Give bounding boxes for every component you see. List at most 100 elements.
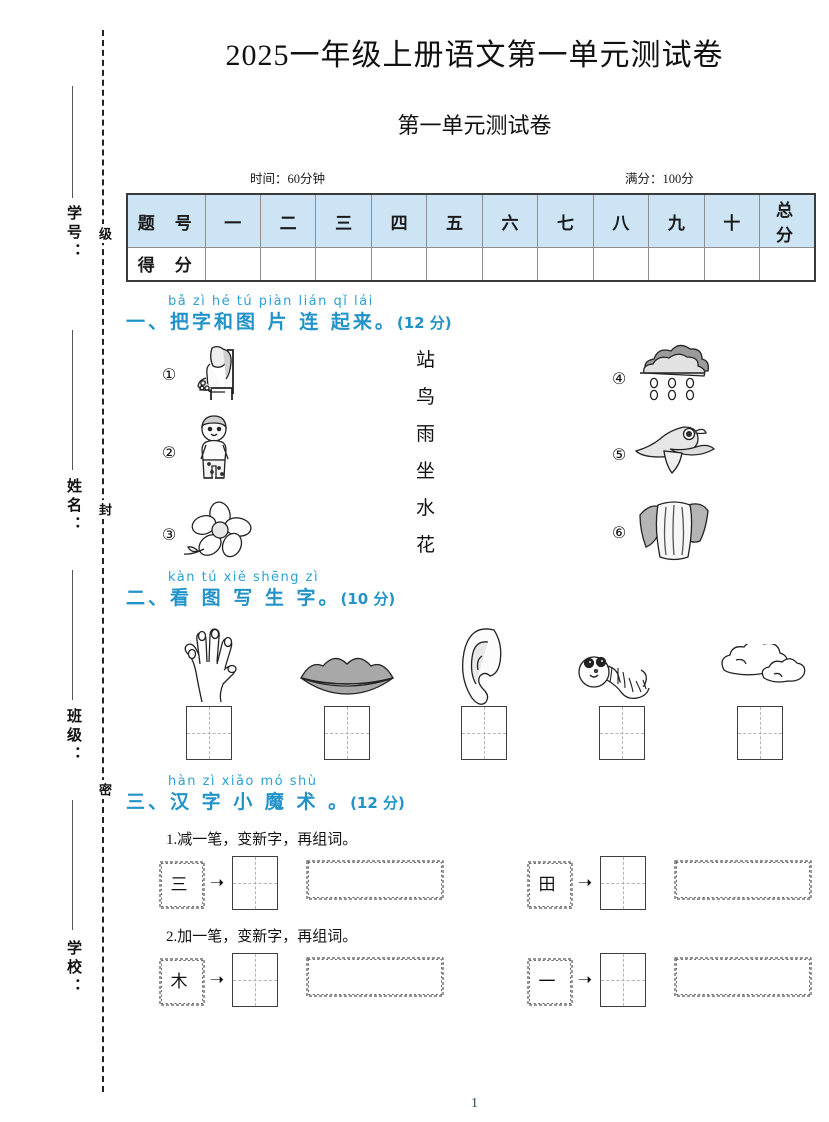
- tianzige-box[interactable]: [232, 855, 278, 910]
- picture-word-cell: [691, 628, 829, 760]
- tianzige-box[interactable]: [185, 705, 232, 760]
- margin-rule-1: [72, 330, 73, 470]
- seal-char-mi: 密: [94, 780, 113, 799]
- score-table-col-7: 七: [537, 193, 594, 248]
- section-one-body: ①: [126, 340, 829, 570]
- tianzige-box[interactable]: [600, 952, 646, 1007]
- subquestion-2-label: 2.加一笔，变新字，再组词。: [166, 928, 358, 945]
- seal-dashed-line: [102, 30, 104, 1092]
- wavy-char-box: 木: [156, 956, 205, 1006]
- subquestion-1-row: 三 ➝ 田: [156, 855, 829, 911]
- wavy-char-box: 一: [524, 956, 573, 1006]
- score-cell-8[interactable]: [592, 247, 650, 281]
- score-table-col-4: 四: [370, 193, 428, 248]
- tianzige-box[interactable]: [232, 952, 278, 1007]
- score-cell-2[interactable]: [259, 247, 317, 281]
- arrow-icon: ➝: [209, 872, 225, 893]
- match-right-number-4: ④: [611, 369, 627, 388]
- score-table-col-8: 八: [592, 193, 650, 248]
- arrow-icon: ➝: [577, 872, 593, 893]
- wavy-word-box[interactable]: [672, 954, 814, 1005]
- score-cell-6[interactable]: [481, 247, 539, 281]
- section-one-title-text: 一、把字和图 片 连 起来。: [126, 310, 397, 333]
- match-character-zhan[interactable]: 站: [416, 349, 436, 371]
- clouds-icon: [710, 628, 810, 706]
- margin-field-school: 学校：: [65, 940, 83, 997]
- hand-icon: [172, 627, 246, 706]
- score-table-col-6: 六: [481, 193, 539, 248]
- score-cell-total[interactable]: [759, 247, 816, 281]
- section-three-points: (12 分): [350, 793, 405, 812]
- picture-word-cell: [140, 627, 278, 760]
- score-table-header-row: 题 号 一 二 三 四 五 六 七 八 九 十 总 分: [126, 193, 816, 248]
- mouth-icon: [295, 628, 399, 706]
- exam-full-score-label: 满分：100分: [625, 172, 694, 186]
- section-two-body: [140, 620, 829, 760]
- list-item[interactable]: ①: [156, 340, 262, 410]
- score-cell-7[interactable]: [537, 247, 594, 281]
- wavy-word-box[interactable]: [304, 857, 446, 908]
- list-item[interactable]: ⑥: [606, 498, 718, 568]
- margin-rule-top: [72, 86, 73, 198]
- match-character-column: 站 鸟 雨 坐 水 花: [416, 342, 435, 564]
- wavy-char-box: 田: [524, 859, 573, 909]
- section-two-title: 二、看 图 写 生 字。(10 分): [126, 583, 829, 610]
- waterfall-icon: [632, 495, 716, 570]
- tianzige-box[interactable]: [461, 705, 508, 760]
- section-two-points: (10 分): [340, 589, 396, 608]
- magic-source-char-2: 田: [538, 875, 556, 894]
- score-table-col-10: 十: [703, 193, 761, 248]
- match-character-shui[interactable]: 水: [416, 497, 436, 519]
- match-right-number-5: ⑤: [611, 445, 627, 464]
- wavy-word-box[interactable]: [672, 857, 814, 908]
- tianzige-box[interactable]: [599, 705, 646, 760]
- page-title: 2025一年级上册语文第一单元测试卷: [225, 39, 724, 72]
- match-left-number-2: ②: [161, 443, 177, 462]
- score-cell-4[interactable]: [370, 247, 428, 281]
- section-three-title: 三、汉 字 小 魔 术 。(12 分): [126, 787, 829, 814]
- score-cell-5[interactable]: [426, 247, 483, 281]
- wavy-char-box: 三: [156, 859, 205, 909]
- sitting-child-icon: [182, 338, 250, 411]
- wavy-word-box[interactable]: [304, 954, 446, 1005]
- list-item[interactable]: ②: [156, 415, 262, 488]
- score-table-col-2: 二: [259, 193, 317, 248]
- bird-icon: [632, 421, 718, 488]
- tianzige-box[interactable]: [600, 855, 646, 910]
- score-cell-1[interactable]: [204, 247, 261, 281]
- match-character-hua[interactable]: 花: [416, 534, 436, 556]
- magic-group: 一 ➝: [524, 952, 814, 1007]
- score-table-value-row: 得 分: [126, 247, 816, 281]
- seal-char-feng: 封: [94, 500, 113, 519]
- tianzige-box[interactable]: [737, 705, 784, 760]
- list-item[interactable]: ③: [156, 500, 262, 570]
- match-right-column: ④: [606, 344, 718, 568]
- match-right-number-6: ⑥: [611, 523, 627, 542]
- score-cell-10[interactable]: [703, 247, 761, 281]
- tianzige-box[interactable]: [323, 705, 370, 760]
- page-number: 1: [471, 1096, 478, 1111]
- score-table-col-total: 总 分: [759, 193, 816, 248]
- section-two-pinyin: kàn tú xiě shēng zì: [168, 569, 320, 585]
- score-table-col-9: 九: [648, 193, 705, 248]
- section-two: kàn tú xiě shēng zì 二、看 图 写 生 字。(10 分): [126, 570, 829, 760]
- exam-time-label: 时间：60分钟: [250, 172, 326, 186]
- score-table-col-1: 一: [204, 193, 261, 248]
- seal-margin-column: 学号： 姓名： 班级： 学校： 级 封 密: [0, 0, 120, 1122]
- list-item[interactable]: ④: [606, 344, 718, 414]
- list-item[interactable]: ⑤: [606, 420, 718, 490]
- margin-rule-3: [72, 800, 73, 930]
- match-character-niao[interactable]: 鸟: [416, 386, 436, 408]
- page-subtitle: 第一单元测试卷: [397, 113, 552, 138]
- score-cell-9[interactable]: [648, 247, 705, 281]
- magic-source-char-1: 三: [170, 875, 188, 894]
- margin-field-class: 班级：: [65, 708, 83, 765]
- score-table-row-label-question: 题 号: [126, 193, 206, 248]
- subquestion-2-row: 木 ➝ 一: [156, 952, 829, 1008]
- magic-source-char-3: 木: [170, 972, 188, 991]
- match-character-yu[interactable]: 雨: [416, 423, 436, 445]
- match-character-zuo[interactable]: 坐: [416, 460, 436, 482]
- score-cell-3[interactable]: [315, 247, 372, 281]
- score-table: 题 号 一 二 三 四 五 六 七 八 九 十 总 分 得 分: [126, 193, 816, 282]
- section-one: bǎ zì hé tú piàn lián qǐ lái 一、把字和图 片 连 …: [126, 294, 829, 570]
